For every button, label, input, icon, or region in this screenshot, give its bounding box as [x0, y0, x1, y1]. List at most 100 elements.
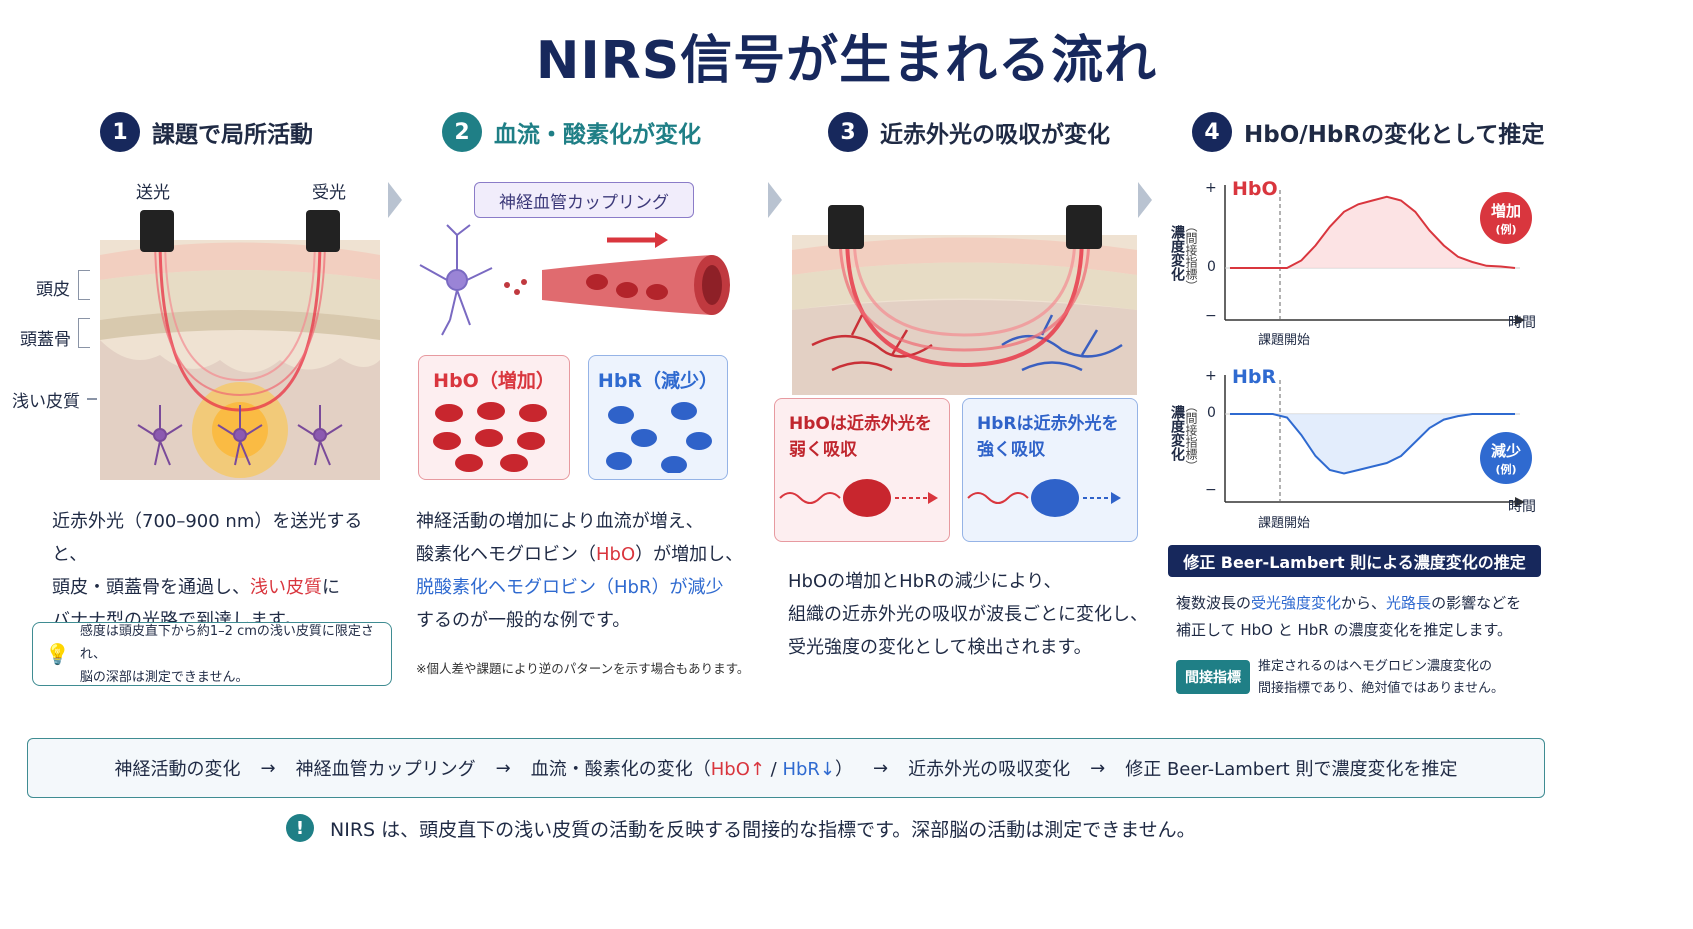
hbo-absorb-box: HbOは近赤外光を 弱く吸収 — [774, 398, 950, 542]
step1-number: 1 — [100, 112, 140, 152]
hbr-area — [1230, 414, 1515, 474]
label-cortex: 浅い皮質 — [12, 392, 80, 412]
method-line1: 複数波長の受光強度変化から、光路長の影響などを — [1176, 594, 1522, 612]
indirect-line2: 間接指標であり、絶対値ではありません。 — [1258, 681, 1504, 696]
hbr-series-label: HbR — [1232, 366, 1277, 388]
neuron-icon — [419, 224, 493, 336]
step4-title: HbO/HbRの変化として推定 — [1244, 122, 1545, 148]
step1-text-line1: 近赤外光（700–900 nm）を送光すると、 — [52, 511, 363, 565]
step2-illustration — [419, 224, 730, 336]
step1-description: 近赤外光（700–900 nm）を送光すると、 頭皮・頭蓋骨を通過し、浅い皮質に… — [52, 505, 392, 637]
step-arrow-1 — [388, 182, 402, 218]
method-banner: 修正 Beer-Lambert 則による濃度変化の推定 — [1168, 545, 1541, 577]
step3-text-line1: HbOの増加とHbRの減少により、 — [788, 571, 1062, 592]
step-arrow-3 — [1138, 182, 1152, 218]
footer-note: ! NIRS は、頭皮直下の浅い皮質の活動を反映する間接的な指標です。深部脳の活… — [286, 814, 1196, 842]
hbr-absorb-box: HbRは近赤外光を 強く吸収 — [962, 398, 1138, 542]
step2-text-line4: するのが一般的な例です。 — [416, 610, 631, 631]
hbo-area — [1230, 196, 1515, 268]
step3-heading: 3 近赤外光の吸収が変化 — [828, 112, 1110, 152]
step1-note-line2: 脳の深部は測定できません。 — [79, 669, 249, 685]
label-skull: 頭蓋骨 — [20, 330, 71, 350]
hbr-ylabel: 濃度変化 — [1169, 405, 1185, 461]
step2-text-line1: 神経活動の増加により血流が増え、 — [416, 511, 704, 532]
step4-number: 4 — [1192, 112, 1232, 152]
banana-light-path — [845, 234, 1084, 368]
emitter-probe — [140, 210, 174, 252]
step3-text-line3: 受光強度の変化として検出されます。 — [788, 637, 1092, 658]
hbr-ylabel-sub: （間接指標） — [1184, 400, 1198, 472]
step3-title: 近赤外光の吸収が変化 — [880, 122, 1110, 148]
hbr-onset-label: 課題開始 — [1258, 516, 1311, 531]
indirect-description: 推定されるのはヘモグロビン濃度変化の 間接指標であり、絶対値ではありません。 — [1258, 656, 1504, 700]
flow-arrow-2: → — [495, 757, 511, 779]
hbr-chart — [1224, 375, 1525, 507]
step3-text-line2: 組織の近赤外光の吸収が波長ごとに変化し、 — [788, 604, 1148, 625]
hbo-absorb-line2: 弱く吸収 — [789, 440, 857, 460]
step1-text-line2: 頭皮・頭蓋骨を通過し、浅い皮質に — [52, 577, 340, 598]
skull-bracket — [78, 318, 90, 348]
hbr-xlabel: 時間 — [1508, 499, 1536, 515]
hbr-plus: + — [1205, 368, 1217, 384]
hbo-line — [1230, 195, 1516, 269]
hbr-absorb-illustration — [967, 479, 1121, 517]
step1-note-box: 💡 感度は頭皮直下から約1–2 cmの浅い皮質に限定され、 脳の深部は測定できま… — [32, 622, 392, 686]
veins — [1001, 314, 1123, 372]
step2-heading: 2 血流・酸素化が変化 — [442, 112, 701, 152]
hbo-plus: + — [1205, 180, 1217, 196]
step2-description: 神経活動の増加により血流が増え、 酸素化ヘモグロビン（HbO）が増加し、 脱酸素… — [416, 505, 761, 637]
hbo-ylabel: 濃度変化 — [1169, 225, 1185, 281]
increase-badge: 増加 (例) — [1480, 192, 1532, 244]
flow-step-a: 神経活動の変化 — [114, 759, 241, 780]
hbo-xlabel: 時間 — [1508, 315, 1536, 331]
flow-summary-bar: 神経活動の変化 → 神経血管カップリング → 血流・酸素化の変化（HbO↑ / … — [27, 738, 1545, 798]
footer-text: NIRS は、頭皮直下の浅い皮質の活動を反映する間接的な指標です。深部脳の活動は… — [330, 818, 1196, 841]
hbo-box-title: HbO（増加） — [433, 370, 555, 392]
step2-title: 血流・酸素化が変化 — [494, 122, 701, 148]
detector-probe — [1066, 205, 1102, 249]
hbo-box: HbO（増加） — [418, 355, 570, 480]
hbr-absorb-line1: HbRは近赤外光を — [977, 414, 1119, 434]
hbo-absorb-line1: HbOは近赤外光を — [789, 414, 932, 434]
step3-description: HbOの増加とHbRの減少により、 組織の近赤外光の吸収が波長ごとに変化し、 受… — [788, 565, 1148, 664]
flow-step-c: 血流・酸素化の変化（HbO↑ / HbR↓） — [530, 759, 854, 780]
step1-note-line1: 感度は頭皮直下から約1–2 cmの浅い皮質に限定され、 — [79, 623, 374, 662]
hbo-ylabel-sub: （間接指標） — [1184, 220, 1198, 292]
label-scalp: 頭皮 — [36, 280, 70, 300]
hbo-minus: − — [1205, 308, 1217, 324]
hbo-chart — [1224, 185, 1525, 325]
hbo-onset-label: 課題開始 — [1258, 333, 1311, 348]
scalp-bracket — [78, 270, 90, 300]
flow-arrow-1: → — [260, 757, 276, 779]
hbr-cells — [606, 402, 712, 474]
flow-arrow-4: → — [1090, 757, 1106, 779]
detector-probe — [306, 210, 340, 252]
step3-number: 3 — [828, 112, 868, 152]
hbr-box: HbR（減少） — [588, 355, 728, 480]
skull-layer — [100, 270, 380, 320]
hbr-box-title: HbR（減少） — [597, 370, 719, 392]
method-description: 複数波長の受光強度変化から、光路長の影響などを 補正して HbO と HbR の… — [1176, 590, 1546, 644]
step1-title: 課題で局所活動 — [152, 122, 313, 148]
step2-number: 2 — [442, 112, 482, 152]
hbr-zero: 0 — [1207, 405, 1216, 421]
flow-step-b: 神経血管カップリング — [295, 759, 476, 780]
step-arrow-2 — [768, 182, 782, 218]
emitter-probe — [828, 205, 864, 249]
flow-step-e: 修正 Beer-Lambert 則で濃度変化を推定 — [1125, 759, 1458, 780]
step4-heading: 4 HbO/HbRの変化として推定 — [1192, 112, 1544, 152]
step3-illustration — [792, 205, 1137, 395]
label-receive: 受光 — [312, 183, 346, 203]
hbo-series-label: HbO — [1232, 178, 1278, 200]
hbr-minus: − — [1205, 482, 1217, 498]
indirect-tag: 間接指標 — [1176, 660, 1250, 694]
flow-arrow-3: → — [873, 757, 889, 779]
arteries — [811, 314, 933, 372]
method-line2: 補正して HbO と HbR の濃度変化を推定します。 — [1176, 621, 1512, 639]
hbr-line — [1230, 413, 1515, 475]
indirect-line1: 推定されるのはヘモグロビン濃度変化の — [1258, 659, 1493, 674]
hbr-absorb-line2: 強く吸収 — [977, 440, 1045, 460]
step1-heading: 1 課題で局所活動 — [100, 112, 313, 152]
flow-step-d: 近赤外光の吸収変化 — [908, 759, 1071, 780]
coupling-badge: 神経血管カップリング — [474, 182, 694, 218]
